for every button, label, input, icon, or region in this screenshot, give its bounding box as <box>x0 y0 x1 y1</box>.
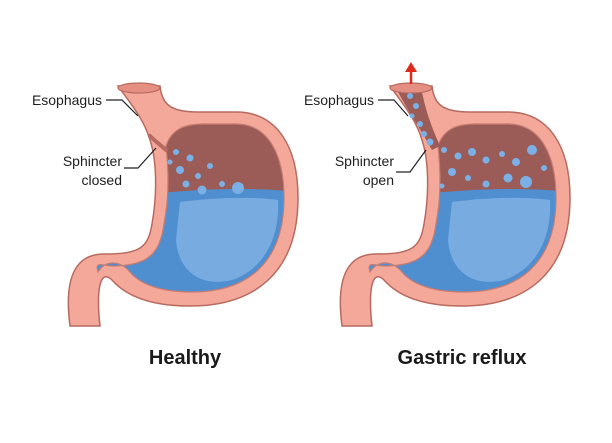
esophagus-opening <box>117 82 161 94</box>
healthy-sphincter-label-line2: closed <box>82 172 122 188</box>
gas-bubbles <box>167 149 244 195</box>
esophagus-opening <box>389 82 433 94</box>
healthy-title: Healthy <box>149 347 222 369</box>
healthy-esophagus-label: Esophagus <box>32 92 102 108</box>
sphincter-closed-marker <box>148 134 168 152</box>
esophagus-channel <box>398 92 440 150</box>
esophagus-leader-line <box>106 99 139 117</box>
esophagus-leader-line <box>378 99 409 117</box>
gas-bubbles <box>439 145 547 189</box>
reflux-sphincter-label-line2: open <box>363 172 394 188</box>
sphincter-leader-line <box>396 149 427 173</box>
refluxing-bubbles <box>407 93 434 146</box>
reflux-stomach-illustration: Esophagus Sphincter open Gastric reflux <box>304 62 571 369</box>
healthy-sphincter-label-line1: Sphincter <box>63 153 122 169</box>
reflux-esophagus-label: Esophagus <box>304 92 374 108</box>
reflux-title: Gastric reflux <box>398 347 527 369</box>
sphincter-leader-line <box>124 147 157 169</box>
reflux-sphincter-label-line1: Sphincter <box>335 153 394 169</box>
healthy-stomach-illustration: Esophagus Sphincter closed Healthy <box>32 82 299 369</box>
arrow-up-icon <box>405 62 417 84</box>
